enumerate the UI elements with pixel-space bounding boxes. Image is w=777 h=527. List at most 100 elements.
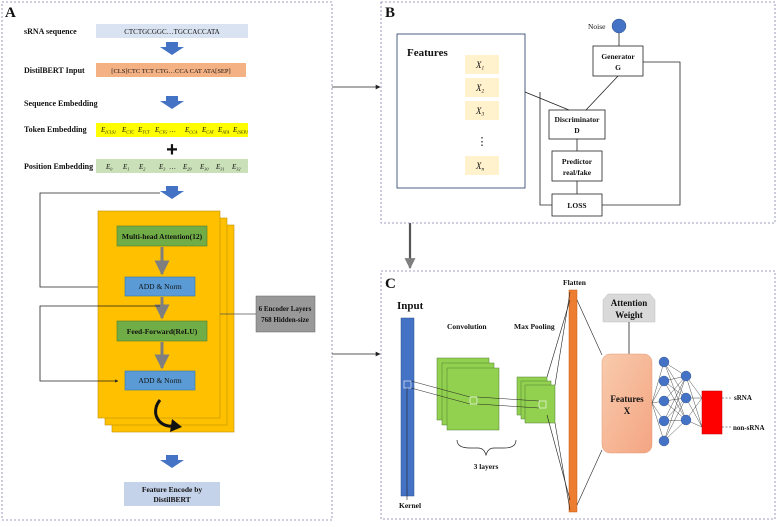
network-edge	[663, 361, 687, 421]
loop-arrow-icon	[154, 399, 175, 428]
token-embedding-item-subscript: CCA	[189, 130, 198, 135]
panel-a-letter: A	[5, 5, 16, 21]
position-embedding-item-subscript: 29	[187, 167, 192, 172]
token-embedding-item: ECTC	[121, 126, 134, 135]
conv-kernel-window	[469, 396, 478, 405]
feature-cell-label: X1	[475, 60, 485, 72]
add-norm-label-2: ADD & Norm	[138, 376, 181, 385]
loss-feedback-line	[602, 61, 681, 206]
position-embedding-item-subscript: 32	[236, 167, 240, 172]
network-edge	[663, 375, 687, 442]
token-embedding-item: ETCT	[137, 126, 150, 135]
predictor-line-2: real/fake	[563, 168, 592, 177]
features-box	[396, 33, 526, 189]
pool-to-flatten-line	[546, 414, 571, 501]
input-to-conv-line	[410, 380, 471, 398]
noise-label: Noise	[588, 22, 606, 31]
blue-down-arrow	[160, 96, 184, 109]
position-embedding-item-subscript: 2	[143, 167, 145, 172]
encoder-info-line-1: 6 Encoder Layers	[259, 305, 312, 313]
token-embedding-item-subscript: [SEP]	[237, 130, 248, 135]
attention-weight-line-1: Attention	[611, 298, 648, 308]
feature-cell-label-subscript: 2	[482, 89, 485, 95]
network-edge	[663, 397, 687, 422]
generator-to-discriminator-line	[585, 75, 619, 111]
feature-encode-line-1: Feature Encode by	[142, 485, 203, 494]
feature-cell-label: X3	[475, 106, 485, 118]
feature-cell-label-base: X	[475, 161, 482, 171]
token-embedding-item-subscript: TCT	[142, 130, 150, 135]
token-embedding-item-base: E	[137, 126, 143, 134]
network-edge	[663, 375, 687, 422]
position-embedding-item: E3	[158, 163, 165, 172]
position-embedding-item-subscript: 31	[220, 167, 224, 172]
conv-to-pool-line	[476, 403, 540, 409]
residual-connection-2	[39, 305, 160, 383]
token-embedding-label: Token Embedding	[24, 125, 87, 134]
token-embedding-item: E[SEP]	[232, 126, 248, 135]
token-embedding-item: ECTG	[154, 126, 167, 135]
predictor-line-1: Predictor	[562, 157, 593, 166]
token-embedding-box	[96, 123, 248, 137]
token-embedding-item: ECAT	[201, 126, 214, 135]
feature-encode-box	[124, 482, 220, 506]
features-title: Features	[407, 47, 448, 59]
feature-cell-label-base: X	[475, 60, 482, 70]
features-to-discriminator-line	[524, 91, 570, 111]
feature-cell-label-base: X	[475, 83, 482, 93]
position-embedding-item-base: E	[182, 163, 188, 171]
network-edge	[685, 397, 703, 428]
position-embedding-item-subscript: 1	[127, 167, 129, 172]
kernel-label: Kernel	[399, 501, 421, 510]
network-edge	[663, 375, 687, 402]
network-edge	[651, 361, 665, 404]
blue-down-arrow	[160, 455, 184, 468]
add-norm-label-1: ADD & Norm	[138, 282, 181, 291]
flatten-to-features-line	[576, 299, 603, 356]
pool-to-flatten-line	[546, 299, 571, 378]
token-embedding-item-base: E	[154, 126, 160, 134]
token-embedding-item-base: E	[184, 126, 190, 134]
output-srna-label: sRNA	[734, 394, 752, 402]
position-embedding-item-base: E	[231, 163, 237, 171]
token-embedding-item-base: E	[201, 126, 207, 134]
srna-sequence-value: CTCTGCGGC…TGCCACCATA	[124, 28, 220, 36]
token-embedding-item: E[CLS]	[100, 126, 116, 135]
noise-circle	[611, 18, 627, 34]
position-embedding-item-base: E	[199, 163, 205, 171]
distilbert-input-value: [CLS]CTC TCT CTG…CCA CAT ATA[SEP]	[111, 68, 230, 75]
feature-cell	[465, 78, 499, 97]
attention-weight-line-2: Weight	[615, 310, 643, 320]
feature-cell	[465, 55, 499, 74]
blue-down-arrow	[160, 42, 184, 55]
attention-weight-block	[602, 293, 656, 323]
position-embedding-item: E0	[105, 163, 113, 172]
token-embedding-item-subscript: CTC	[126, 130, 134, 135]
network-node	[658, 415, 670, 427]
input-bar	[400, 317, 415, 497]
output-non-srna-label: non-sRNA	[733, 424, 765, 432]
token-embedding-item-base: E	[121, 126, 127, 134]
feature-cell-label-subscript: n	[482, 167, 485, 173]
token-embedding-item-base: E	[100, 126, 106, 134]
panel-c: C Input Kernel Convolution Max Pooling 3…	[380, 270, 776, 520]
flatten-bar	[568, 289, 578, 513]
flatten-label: Flatten	[563, 278, 587, 287]
position-embedding-item-base: E	[158, 163, 164, 171]
position-embedding-item-subscript: 0	[110, 167, 113, 172]
feature-cell-label-subscript: 1	[482, 66, 485, 72]
residual-connection-1	[39, 192, 160, 289]
generator-line-2: G	[615, 63, 621, 72]
network-node	[680, 392, 692, 404]
feature-encode-line-2: DistilBERT	[153, 495, 190, 504]
multi-head-attention-label: Multi-head Attention(12)	[122, 232, 203, 241]
panel-b-letter: B	[385, 5, 395, 21]
feed-forward-block	[116, 320, 208, 342]
position-embedding-item-base: E	[105, 163, 111, 171]
position-embedding-item-base: E	[215, 163, 221, 171]
position-embedding-item: E1	[122, 163, 129, 172]
discriminator-line-2: D	[574, 126, 580, 135]
